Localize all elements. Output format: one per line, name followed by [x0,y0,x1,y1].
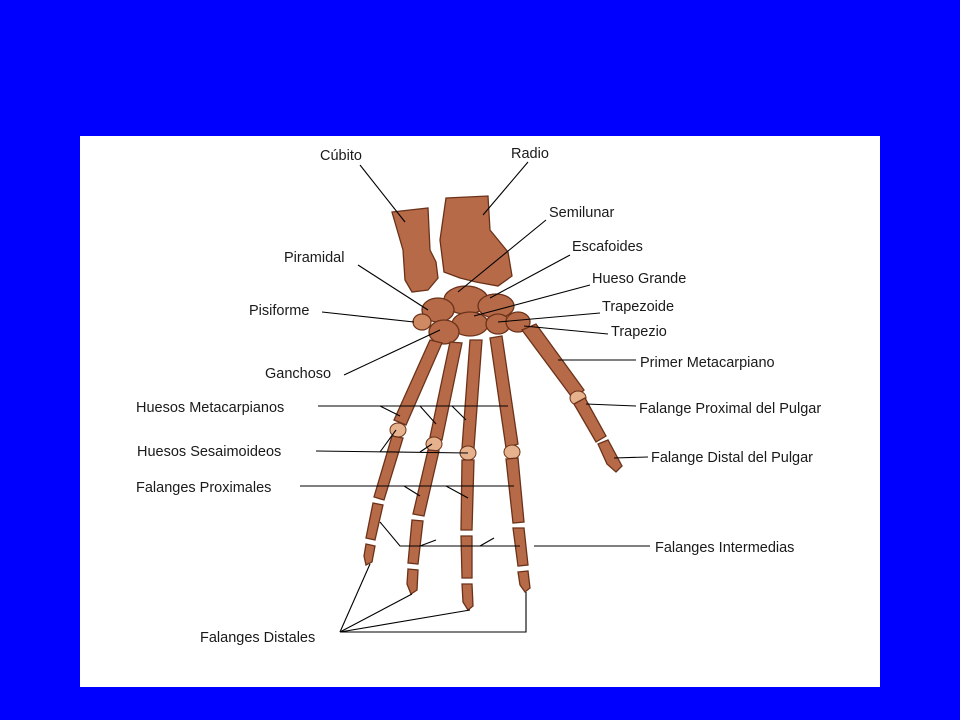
hamate-bone [428,319,460,345]
intermediate-phalanx-5 [365,502,384,541]
label-trapezoide: Trapezoide [602,299,674,315]
label-escafoides: Escafoides [572,239,643,255]
label-huesos-sesamoideos: Huesos Sesaimoideos [137,444,281,460]
metacarpal-2 [489,335,519,449]
label-huesos-metacarpianos: Huesos Metacarpianos [136,400,284,416]
label-cubito: Cúbito [320,148,362,164]
label-trapezio: Trapezio [611,324,667,340]
label-primer-metacarpiano: Primer Metacarpiano [640,355,775,371]
radius-bone [439,195,513,287]
metacarpal-4 [429,341,463,441]
distal-phalanx-thumb [597,439,623,473]
distal-phalanges [363,439,623,611]
sesamoid-2 [425,436,443,452]
proximal-phalanx-3 [460,459,475,531]
label-falange-distal-pulgar: Falange Distal del Pulgar [651,450,813,466]
intermediate-phalanx-4 [407,519,424,565]
sesamoid-4 [503,444,521,460]
distal-phalanx-2 [517,570,531,593]
proximal-phalanx-5 [373,435,404,501]
pisiform-bone [412,313,432,331]
carpal-bones [412,285,531,345]
distal-phalanx-3 [461,583,474,611]
trapezium-bone [505,311,531,333]
knuckle-heads [389,390,587,461]
label-piramidal: Piramidal [284,250,344,266]
proximal-phalanx-thumb [573,397,607,443]
metacarpal-5 [393,339,443,426]
ulna-bone [391,207,439,293]
proximal-phalanx-2 [505,457,525,524]
label-radio: Radio [511,146,549,162]
label-falanges-intermedias: Falanges Intermedias [655,540,794,556]
hand-bones-illustration [363,195,623,611]
label-falanges-distales: Falanges Distales [200,630,315,646]
proximal-phalanx-4 [412,449,440,517]
label-semilunar: Semilunar [549,205,614,221]
intermediate-phalanges [365,502,529,579]
bone-labels: Cúbito Radio Semilunar Escafoides Hueso … [136,146,821,646]
label-hueso-grande: Hueso Grande [592,271,686,287]
label-falanges-proximales: Falanges Proximales [136,480,271,496]
metacarpal-bones [393,323,585,449]
intermediate-phalanx-2 [512,527,529,567]
label-falange-proximal-pulgar: Falange Proximal del Pulgar [639,401,821,417]
leader-lines [300,161,650,633]
distal-phalanx-4 [406,568,419,595]
intermediate-phalanx-3 [460,535,473,579]
label-pisiforme: Pisiforme [249,303,309,319]
distal-phalanx-5 [363,543,376,566]
label-ganchoso: Ganchoso [265,366,331,382]
metacarpal-3 [461,339,483,449]
metacarpal-1 [520,323,585,401]
